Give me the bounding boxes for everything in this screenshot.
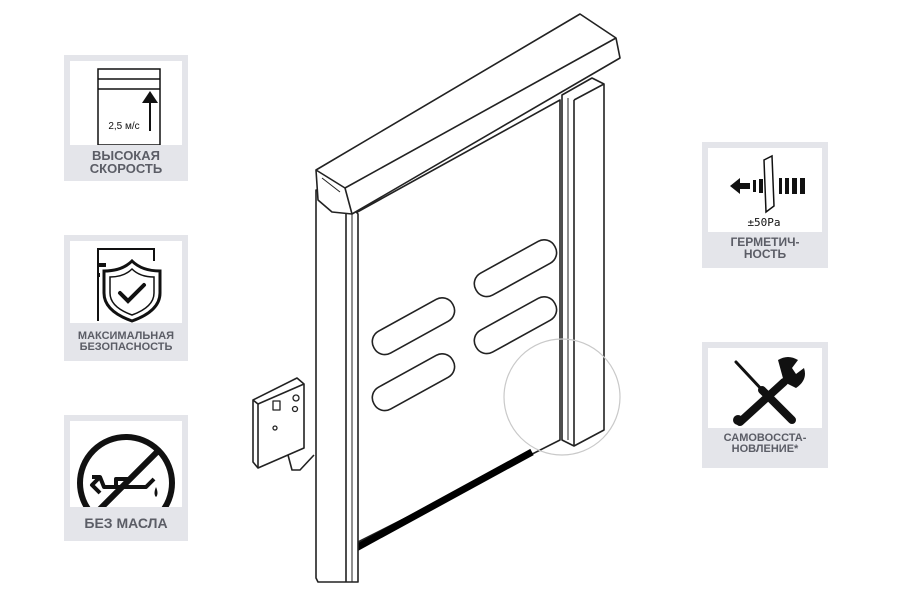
door-window xyxy=(371,297,456,356)
badge-high-speed: 2,5 м/с ВЫСОКАЯ СКОРОСТЬ xyxy=(64,55,188,181)
control-box-knob xyxy=(291,405,299,413)
door-right-post xyxy=(561,77,605,447)
control-box xyxy=(252,377,305,469)
door-window xyxy=(473,239,558,298)
door-top-box xyxy=(315,13,621,215)
speed-arrow-icon: 2,5 м/с xyxy=(97,68,161,145)
wrench-screwdriver-icon xyxy=(733,357,805,426)
no-oil-icon xyxy=(77,434,175,507)
door-bottom-seal xyxy=(354,448,534,552)
pressure-value: ±50Pa xyxy=(747,216,780,229)
badge-sealing: ±50Pa ГЕРМЕТИЧ- НОСТЬ xyxy=(702,142,828,268)
speed-value: 2,5 м/с xyxy=(108,121,139,132)
control-box-knob xyxy=(272,425,278,431)
control-box-knob xyxy=(292,394,300,402)
badge-max-safety: МАКСИМАЛЬНАЯ БЕЗОПАСНОСТЬ xyxy=(64,235,188,361)
badge-no-oil: БЕЗ МАСЛА xyxy=(64,415,188,541)
badge-label: САМОВОССТА- НОВЛЕНИЕ* xyxy=(723,432,807,455)
shield-check-icon xyxy=(97,248,164,323)
badge-label: ГЕРМЕТИЧ- НОСТЬ xyxy=(730,235,800,261)
badge-self-repair: САМОВОССТА- НОВЛЕНИЕ* xyxy=(702,342,828,468)
badge-label: МАКСИМАЛЬНАЯ БЕЗОПАСНОСТЬ xyxy=(77,330,175,353)
badge-label: ВЫСОКАЯ СКОРОСТЬ xyxy=(89,148,163,176)
detail-magnifier xyxy=(503,338,621,456)
seal-pressure-icon: ±50Pa xyxy=(730,154,805,229)
door-window xyxy=(473,296,558,355)
badge-label: БЕЗ МАСЛА xyxy=(84,515,168,531)
door-window xyxy=(371,353,456,412)
control-box-button xyxy=(272,400,281,411)
